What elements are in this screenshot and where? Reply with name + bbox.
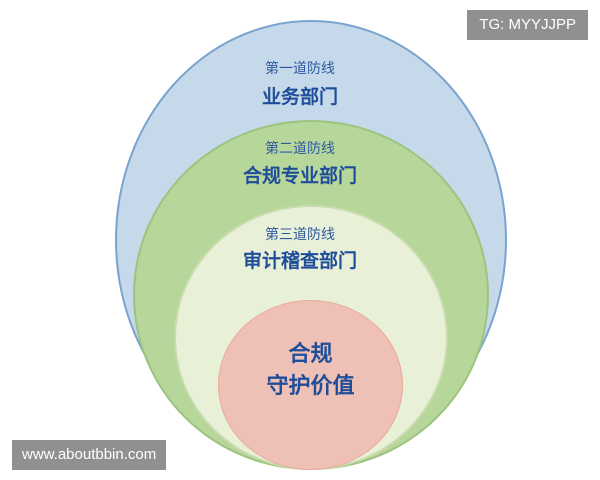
core-label-line2: 守护价值 — [266, 374, 355, 399]
first-line-sublabel: 第一道防线 — [265, 61, 335, 77]
third-line-sublabel: 第三道防线 — [265, 227, 335, 243]
first-line-label: 业务部门 — [261, 86, 338, 108]
second-line-label: 合规专业部门 — [242, 165, 357, 187]
tg-watermark-badge: TG: MYYJJPP — [467, 10, 588, 40]
third-line-label: 审计稽查部门 — [242, 250, 357, 272]
second-line-sublabel: 第二道防线 — [265, 141, 335, 157]
core-circle — [218, 300, 403, 470]
core-label-line1: 合规 — [288, 342, 333, 367]
site-watermark-badge: www.aboutbbin.com — [12, 440, 167, 470]
